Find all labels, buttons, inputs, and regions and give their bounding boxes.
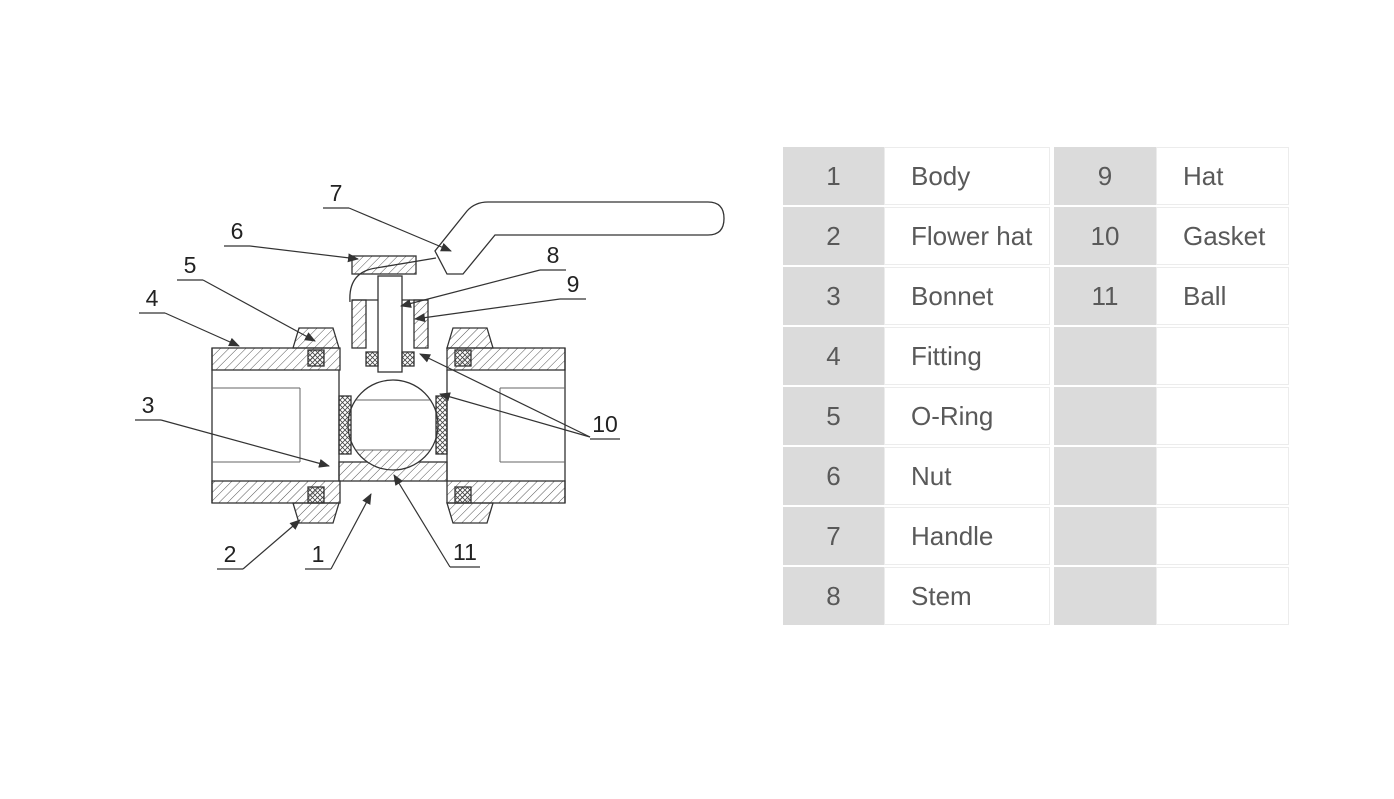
table-row: 4 Fitting [783,327,1289,385]
callout-labels: 7 6 5 4 3 2 1 11 8 9 10 [142,180,618,567]
part-name: Bonnet [884,267,1050,325]
callout-1: 1 [312,541,325,567]
part-number: 7 [783,507,884,565]
table-row: 7 Handle [783,507,1289,565]
leader-11 [393,474,451,568]
part-number: 9 [1054,147,1156,205]
callout-9: 9 [567,271,580,297]
leader-2 [242,519,301,570]
part-name: Fitting [884,327,1050,385]
callout-6: 6 [231,218,244,244]
ball-seat [435,395,448,455]
part-number: 1 [783,147,884,205]
table-row: 6 Nut [783,447,1289,505]
callout-5: 5 [184,252,197,278]
bonnet-left-wall [351,299,367,349]
table-row: 3 Bonnet 11 Ball [783,267,1289,325]
part-name: Flower hat [884,207,1050,265]
stem-gasket [401,351,415,367]
leader-7 [348,207,452,252]
part-number [1054,327,1156,385]
callout-10: 10 [592,411,618,437]
part-number: 10 [1054,207,1156,265]
leader-8 [400,269,541,308]
part-name [1156,447,1289,505]
right-union-nut-top [446,327,494,349]
part-name: Handle [884,507,1050,565]
part-number: 2 [783,207,884,265]
leader-1 [330,493,372,570]
part-number [1054,447,1156,505]
callout-2: 2 [224,541,237,567]
part-name [1156,507,1289,565]
table-row: 2 Flower hat 10 Gasket [783,207,1289,265]
ball-valve-diagram: 7 6 5 4 3 2 1 11 8 9 10 [135,180,725,570]
o-ring [454,486,472,504]
part-number: 5 [783,387,884,445]
leader-3 [160,419,330,468]
part-name: O-Ring [884,387,1050,445]
callout-3: 3 [142,392,155,418]
part-number [1054,507,1156,565]
part-name: Gasket [1156,207,1289,265]
stem-gasket [365,351,379,367]
o-ring [307,486,325,504]
part-name: Nut [884,447,1050,505]
part-number: 3 [783,267,884,325]
callout-11: 11 [453,539,477,565]
callout-4: 4 [146,285,159,311]
part-name [1156,327,1289,385]
part-number [1054,567,1156,625]
label-underlines [135,207,620,570]
table-row: 5 O-Ring [783,387,1289,445]
part-number: 6 [783,447,884,505]
part-number [1054,387,1156,445]
leader-10b [439,392,591,438]
bonnet-right-wall [413,299,429,349]
stem-nut [351,255,417,275]
part-number: 8 [783,567,884,625]
right-union-nut-bottom [446,502,494,524]
parts-table: 1 Body 9 Hat 2 Flower hat 10 Gasket 3 Bo… [783,147,1289,627]
part-name: Body [884,147,1050,205]
leader-4 [164,312,240,347]
part-name: Stem [884,567,1050,625]
ball-seat [338,395,352,455]
o-ring [454,349,472,367]
table-row: 1 Body 9 Hat [783,147,1289,205]
table-row: 8 Stem [783,567,1289,625]
handle [434,201,725,275]
part-name: Hat [1156,147,1289,205]
part-number: 4 [783,327,884,385]
ball-bottom-hatch [356,450,430,470]
leader-6 [249,245,359,263]
part-number: 11 [1054,267,1156,325]
leader-lines [160,207,591,570]
leader-10a [419,353,591,438]
o-ring [307,349,325,367]
stem [377,275,403,373]
callout-7: 7 [330,180,343,206]
leader-9 [414,298,561,323]
part-name [1156,567,1289,625]
part-name [1156,387,1289,445]
callout-8: 8 [547,242,560,268]
leader-5 [202,279,316,342]
left-union-nut-top [292,327,340,349]
handle-link [349,257,437,303]
valve-section [211,201,725,524]
part-name: Ball [1156,267,1289,325]
